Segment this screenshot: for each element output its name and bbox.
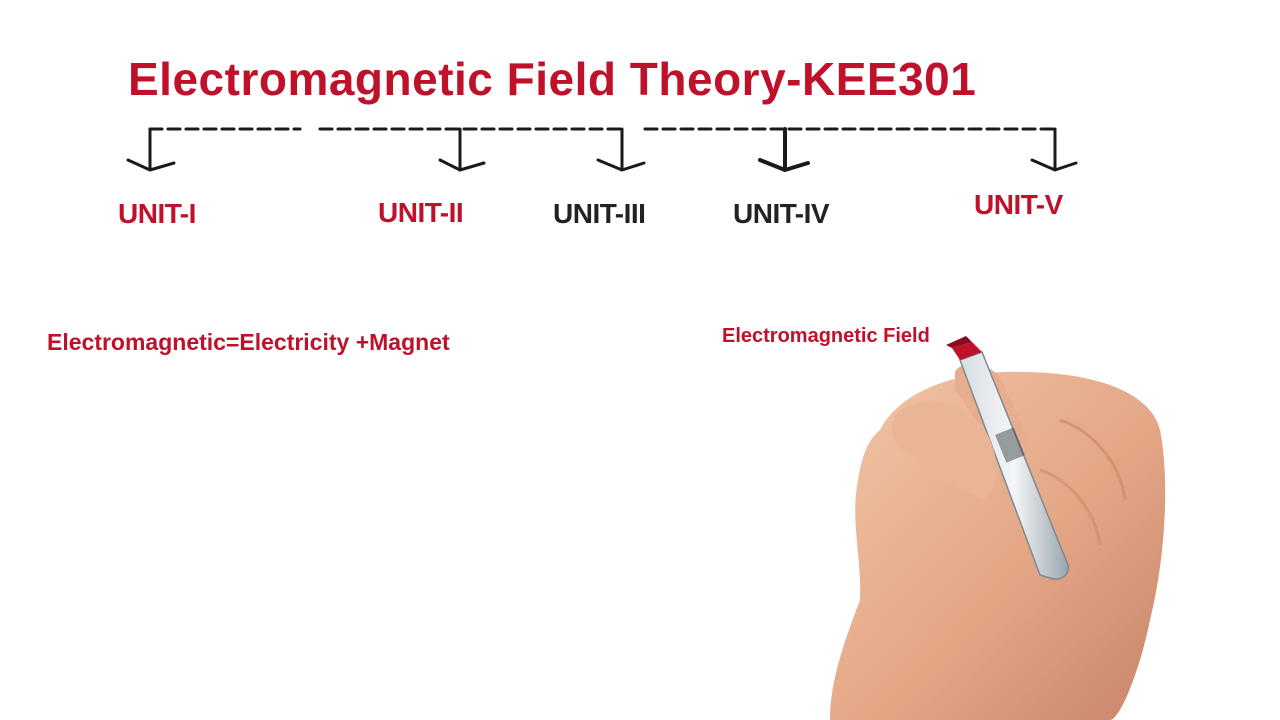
page-title: Electromagnetic Field Theory-KEE301 xyxy=(128,53,977,105)
hand-palm xyxy=(830,371,1166,720)
unit-label-4: UNIT-IV xyxy=(733,198,830,229)
arrow-down-icon xyxy=(126,158,176,172)
unit-label-2: UNIT-II xyxy=(378,197,464,228)
arrow-down-icon xyxy=(1030,158,1078,172)
unit-label-1: UNIT-I xyxy=(118,198,196,229)
unit-label-3: UNIT-III xyxy=(553,198,646,229)
arrow-down-icon xyxy=(596,158,646,172)
thumb xyxy=(891,401,997,500)
unit-label-5: UNIT-V xyxy=(974,189,1063,220)
arrow-down-icon xyxy=(758,158,810,172)
marker-pen xyxy=(946,336,1069,580)
equation-note: Electromagnetic=Electricity +Magnet xyxy=(47,329,450,355)
arrow-down-icon xyxy=(438,158,486,172)
field-note: Electromagnetic Field xyxy=(722,325,930,347)
